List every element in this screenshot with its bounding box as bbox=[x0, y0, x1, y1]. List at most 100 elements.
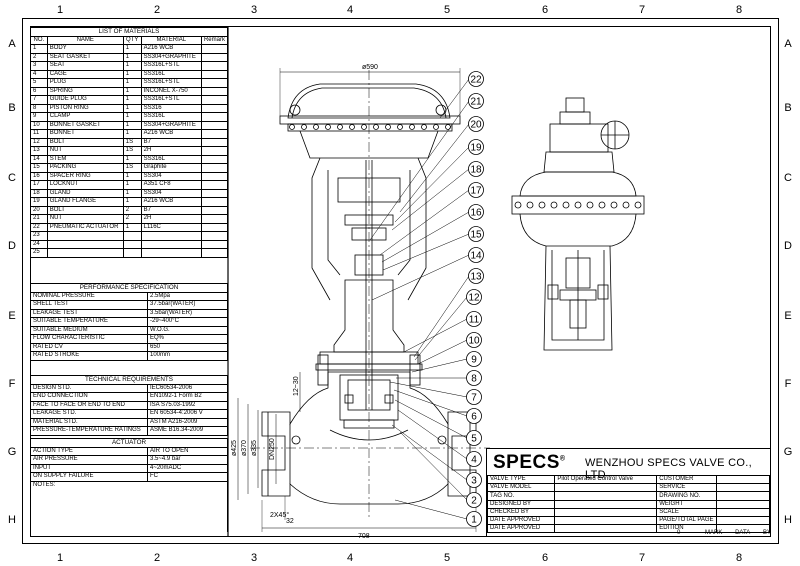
zone-row-A: A bbox=[784, 38, 792, 50]
zone-col-1: 1 bbox=[56, 4, 64, 16]
title-block-cell bbox=[715, 491, 771, 501]
zone-row-G: G bbox=[7, 446, 17, 458]
notes-label: NOTES: bbox=[30, 480, 228, 532]
part-balloon-19: 19 bbox=[468, 139, 484, 155]
svg-text:6: 6 bbox=[471, 412, 477, 423]
part-balloon-11: 11 bbox=[466, 311, 482, 327]
part-balloon-20: 20 bbox=[468, 116, 484, 132]
svg-text:12: 12 bbox=[468, 293, 480, 304]
svg-text:10: 10 bbox=[468, 336, 480, 347]
svg-text:2: 2 bbox=[471, 496, 477, 507]
title-block: SPECS® WENZHOU SPECS VALVE CO., LTD VALV… bbox=[486, 448, 771, 537]
zone-col-8: 8 bbox=[735, 552, 743, 564]
svg-text:11: 11 bbox=[469, 315, 480, 326]
performance-table: PERFORMANCE SPECIFICATION NOMINAL PRESSU… bbox=[30, 283, 228, 361]
title-block-cell bbox=[715, 499, 771, 509]
part-balloon-12: 12 bbox=[466, 289, 482, 305]
dim-dn: DN250 bbox=[269, 438, 276, 460]
title-block-cell bbox=[554, 491, 658, 501]
technical-table: TECHNICAL REQUIREMENTS DESIGN STD.IEC605… bbox=[30, 375, 228, 436]
svg-text:14: 14 bbox=[470, 251, 482, 262]
zone-row-D: D bbox=[8, 240, 16, 252]
zone-col-2: 2 bbox=[153, 4, 161, 16]
materials-cell bbox=[200, 248, 229, 258]
technical-value: ASME B16.34-2009 bbox=[147, 426, 228, 436]
title-block-cell bbox=[554, 483, 658, 493]
part-balloon-1: 1 bbox=[466, 511, 482, 527]
title-block-cell bbox=[554, 499, 658, 509]
part-balloon-3: 3 bbox=[466, 472, 482, 488]
dim-335: ø335 bbox=[251, 440, 258, 456]
dim-chamfer: 2X45° bbox=[270, 511, 289, 519]
title-block-cell bbox=[715, 515, 771, 526]
zone-row-A: A bbox=[8, 38, 16, 50]
title-block-cell: DATE APPROVED bbox=[486, 524, 556, 534]
zone-col-5: 5 bbox=[443, 4, 451, 16]
zone-row-C: C bbox=[8, 172, 16, 184]
zone-row-D: D bbox=[784, 240, 792, 252]
title-block-cell bbox=[554, 507, 658, 517]
part-balloon-13: 13 bbox=[468, 268, 484, 284]
svg-text:18: 18 bbox=[470, 165, 482, 176]
zone-row-B: B bbox=[8, 102, 16, 114]
title-block-cell bbox=[554, 515, 658, 526]
part-balloon-22: 22 bbox=[468, 71, 484, 87]
title-block-cell: DRAWING NO. bbox=[656, 491, 717, 501]
dim-370: ø370 bbox=[241, 440, 248, 456]
part-balloon-15: 15 bbox=[468, 226, 484, 242]
title-block-cell bbox=[554, 524, 658, 534]
title-block-cell: VALVE MODEL bbox=[486, 483, 556, 493]
materials-row: 25 bbox=[30, 248, 229, 258]
title-block-cell: TAG NO. bbox=[486, 491, 556, 501]
zone-col-4: 4 bbox=[346, 4, 354, 16]
title-block-cell: DESIGNED BY bbox=[486, 499, 556, 509]
zone-row-F: F bbox=[784, 378, 792, 390]
zone-col-4: 4 bbox=[346, 552, 354, 564]
zone-col-7: 7 bbox=[638, 4, 646, 16]
svg-text:1: 1 bbox=[471, 515, 477, 526]
dim-face-to-face: 708 bbox=[358, 533, 370, 540]
dim-425: ø425 bbox=[231, 440, 238, 456]
part-balloon-16: 16 bbox=[468, 204, 484, 220]
zone-col-6: 6 bbox=[541, 4, 549, 16]
inner-frame bbox=[30, 26, 771, 537]
part-balloon-4: 4 bbox=[466, 451, 482, 467]
zone-row-C: C bbox=[784, 172, 792, 184]
part-balloon-5: 5 bbox=[466, 430, 482, 446]
materials-cell bbox=[140, 248, 202, 258]
title-block-cell: Pilot Operated Control Valve bbox=[554, 474, 658, 485]
zone-row-G: G bbox=[783, 446, 793, 458]
performance-value: 100mm bbox=[147, 351, 228, 361]
part-balloon-7: 7 bbox=[466, 389, 482, 405]
zone-col-7: 7 bbox=[638, 552, 646, 564]
zone-col-3: 3 bbox=[250, 552, 258, 564]
part-balloon-8: 8 bbox=[466, 370, 482, 386]
part-balloon-17: 17 bbox=[468, 182, 484, 198]
title-block-cell: PAGE/TOTAL PAGE bbox=[656, 515, 717, 526]
zone-row-E: E bbox=[8, 310, 16, 322]
title-block-cell: CHECKED BY bbox=[486, 507, 556, 517]
svg-text:8: 8 bbox=[471, 374, 477, 385]
svg-text:16: 16 bbox=[470, 208, 482, 219]
part-balloon-10: 10 bbox=[466, 332, 482, 348]
zone-row-H: H bbox=[784, 514, 792, 526]
revision-header: MARK bbox=[705, 530, 723, 536]
svg-text:5: 5 bbox=[471, 434, 477, 445]
